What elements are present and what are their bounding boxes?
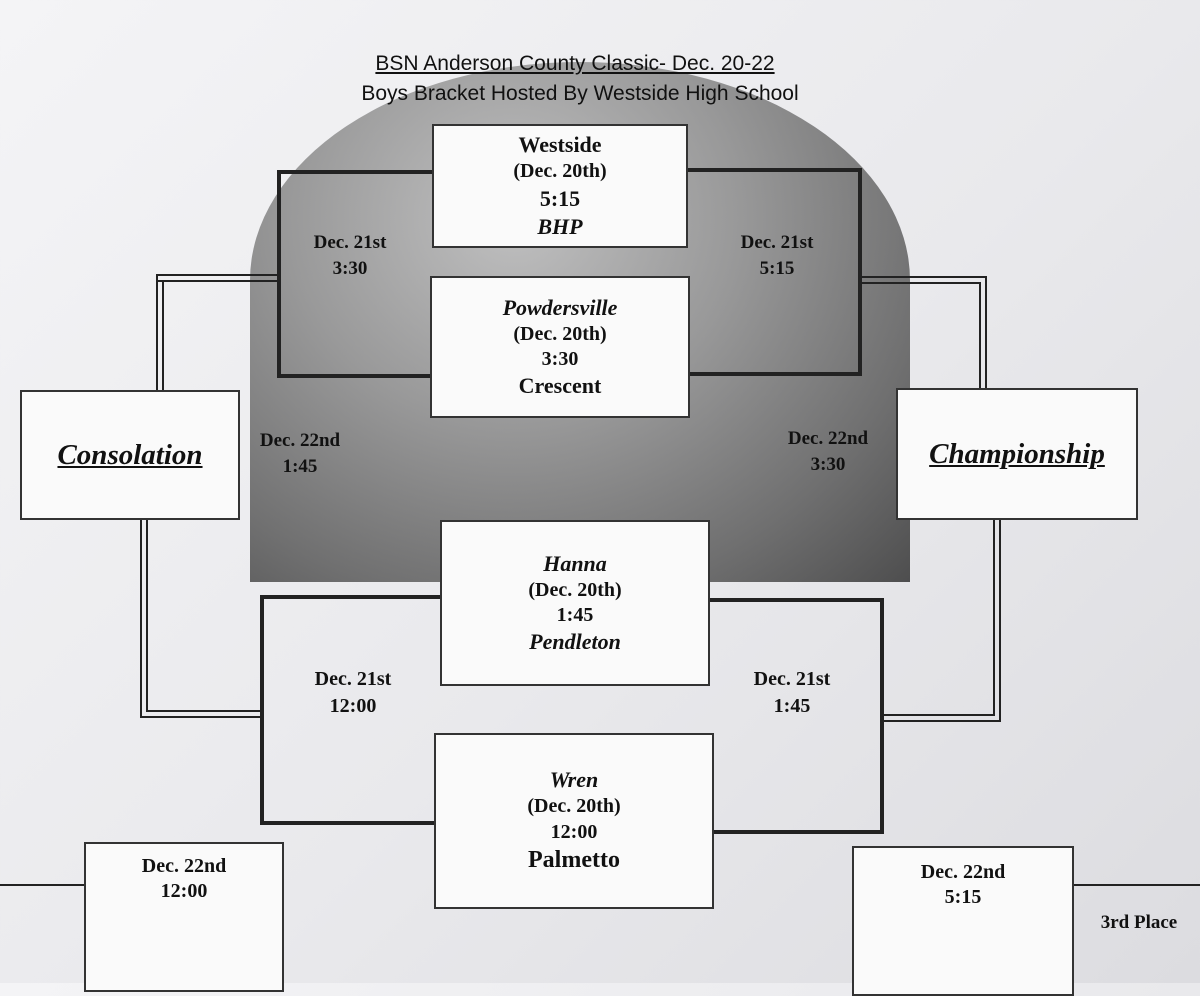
bracket-line — [883, 714, 995, 716]
bracket-line — [712, 830, 884, 834]
semifinal-upper-right: Dec. 21st 5:15 — [725, 230, 829, 281]
game-time: 5:15 — [759, 257, 795, 279]
placement-box-right: Dec. 22nd 5:15 — [852, 846, 1074, 996]
bracket-line — [277, 374, 434, 378]
game-date: Dec. 21st — [313, 232, 387, 253]
game-box-hanna-pendleton: Hanna (Dec. 20th) 1:45 Pendleton — [440, 520, 710, 686]
consolation-schedule: Dec. 22nd 1:45 — [245, 428, 355, 479]
game-time: 1:45 — [556, 604, 594, 626]
game-date: Dec. 22nd — [259, 430, 341, 451]
bracket-line — [156, 274, 158, 390]
bracket-line — [140, 716, 261, 718]
game-box-wren-palmetto: Wren (Dec. 20th) 12:00 Palmetto — [434, 733, 714, 909]
bracket-line — [883, 720, 1001, 722]
team-name: Westside — [518, 132, 602, 158]
game-date: Dec. 21st — [314, 668, 392, 690]
placement-box-left: Dec. 22nd 12:00 — [84, 842, 284, 992]
championship-schedule: Dec. 22nd 3:30 — [768, 426, 888, 477]
game-date: (Dec. 20th) — [528, 578, 622, 601]
team-name: BHP — [537, 213, 583, 239]
bracket-line — [260, 821, 436, 825]
game-date: Dec. 22nd — [920, 861, 1006, 883]
game-date: Dec. 21st — [753, 668, 831, 690]
bracket-line — [260, 595, 264, 825]
bracket-line — [156, 280, 278, 282]
bracket-line — [0, 884, 86, 886]
third-place-label: 3rd Place — [1100, 912, 1178, 933]
semifinal-lower-right: Dec. 21st 1:45 — [732, 666, 852, 720]
game-time: 12:00 — [329, 695, 377, 717]
bracket-line — [140, 518, 142, 718]
bracket-line — [710, 598, 884, 602]
championship-box: Championship — [896, 388, 1138, 520]
game-box-westside-bhp: Westside (Dec. 20th) 5:15 BHP — [432, 124, 688, 248]
bracket-line — [156, 274, 278, 276]
championship-label: Championship — [929, 437, 1105, 470]
bracket-line — [999, 520, 1001, 722]
team-name: Palmetto — [528, 847, 620, 874]
consolation-box: Consolation — [20, 390, 240, 520]
bracket-line — [162, 280, 164, 390]
bracket-subtitle: Boys Bracket Hosted By Westside High Sch… — [361, 82, 799, 105]
bracket-line — [688, 372, 862, 376]
bracket-line — [985, 276, 987, 388]
bracket-line — [688, 168, 862, 172]
game-date: Dec. 21st — [740, 232, 814, 253]
bracket-line — [1072, 884, 1200, 886]
bracket-line — [277, 170, 434, 174]
game-time: 1:45 — [282, 455, 318, 477]
game-time: 5:15 — [539, 185, 581, 211]
semifinal-lower-left: Dec. 21st 12:00 — [293, 666, 413, 720]
team-name: Wren — [549, 767, 599, 793]
bracket-line — [861, 276, 987, 278]
game-time: 5:15 — [944, 886, 982, 909]
semifinal-upper-left: Dec. 21st 3:30 — [300, 230, 400, 281]
bracket-line — [858, 168, 862, 376]
bracket-line — [993, 520, 995, 716]
bracket-line — [861, 282, 981, 284]
consolation-label: Consolation — [57, 438, 203, 471]
bracket-title: BSN Anderson County Classic- Dec. 20-22 — [375, 52, 775, 75]
bracket-line — [260, 595, 442, 599]
game-date: Dec. 22nd — [141, 855, 227, 877]
team-name: Powdersville — [502, 294, 618, 320]
game-date: Dec. 22nd — [787, 428, 869, 449]
game-time: 3:30 — [541, 348, 579, 370]
game-date: (Dec. 20th) — [513, 322, 607, 345]
game-time: 1:45 — [773, 695, 811, 717]
game-time: 3:30 — [810, 453, 846, 475]
game-box-powdersville-crescent: Powdersville (Dec. 20th) 3:30 Crescent — [430, 276, 690, 418]
game-date: (Dec. 20th) — [527, 795, 621, 818]
bracket-line — [146, 710, 261, 712]
bracket-line — [277, 170, 281, 378]
team-name: Hanna — [543, 550, 607, 576]
team-name: Pendleton — [529, 629, 621, 655]
game-time: 3:30 — [332, 257, 368, 279]
game-time: 12:00 — [550, 820, 598, 843]
team-name: Crescent — [518, 373, 602, 399]
bracket-line — [146, 518, 148, 712]
game-time: 12:00 — [160, 880, 208, 903]
bracket-line — [979, 282, 981, 388]
bracket-line — [880, 598, 884, 834]
game-date: (Dec. 20th) — [513, 160, 607, 183]
